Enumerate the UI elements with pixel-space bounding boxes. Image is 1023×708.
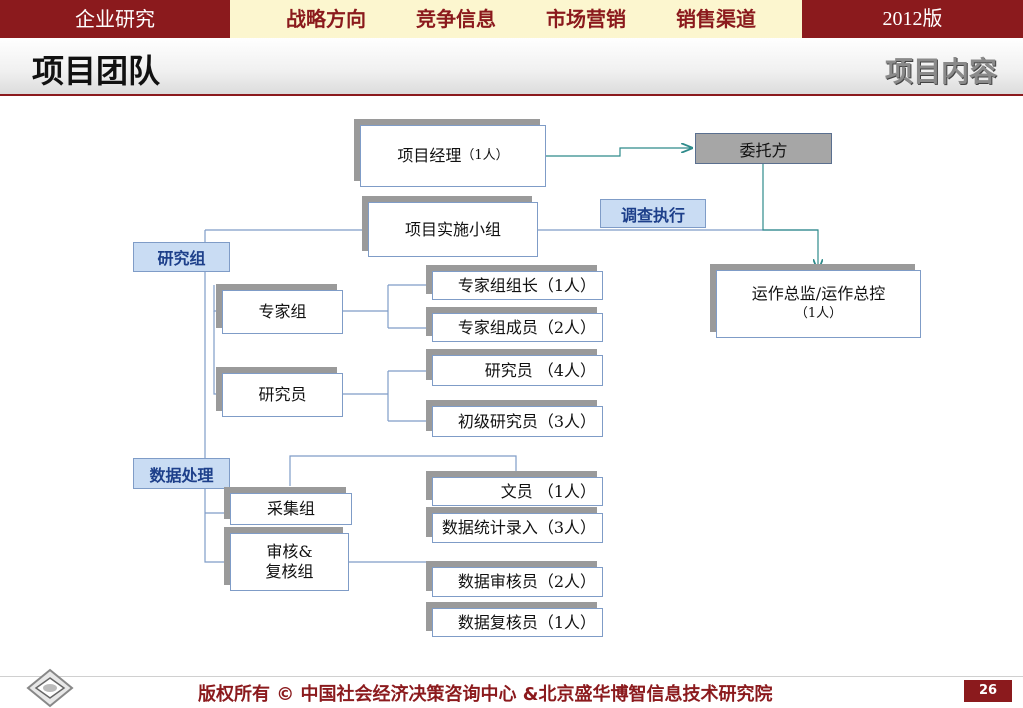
researcher-branch bbox=[213, 311, 224, 395]
expert-children bbox=[343, 284, 432, 329]
expert-leader-box: 专家组组长（1人） bbox=[432, 271, 603, 300]
review-line-1: 审核& bbox=[266, 542, 313, 561]
data-auditor-box: 数据审核员（2人） bbox=[432, 567, 603, 597]
researcher-children bbox=[343, 370, 432, 422]
operations-director-box: 运作总监/运作总控 （1人） bbox=[716, 270, 921, 338]
client-to-ops-arrow bbox=[762, 164, 818, 270]
main-spine-line bbox=[204, 230, 230, 563]
data-entry-box: 数据统计录入（3人） bbox=[432, 513, 603, 543]
nav-item-marketing[interactable]: 市场营销 bbox=[546, 7, 626, 31]
researcher-box: 研究员 bbox=[222, 373, 343, 417]
review-line-2: 复核组 bbox=[265, 562, 314, 581]
top-navigation-bar: 企业研究 战略方向 竞争信息 市场营销 销售渠道 2012版 bbox=[0, 0, 1023, 38]
nav-item-competition[interactable]: 竞争信息 bbox=[416, 7, 496, 31]
junior-researcher-box: 初级研究员（3人） bbox=[432, 406, 603, 437]
data-processing-tag: 数据处理 bbox=[133, 458, 230, 489]
pm-count: （1人） bbox=[461, 148, 509, 163]
section-title: 项目内容 bbox=[884, 55, 997, 88]
data-reviewer-box: 数据复核员（1人） bbox=[432, 608, 603, 637]
research-group-tag: 研究组 bbox=[133, 242, 230, 272]
footer: 版权所有 © 中国社会经济决策咨询中心 &北京盛华博智信息技术研究院 26 bbox=[0, 668, 1023, 708]
page-title: 项目团队 bbox=[32, 52, 161, 90]
logo-icon bbox=[26, 668, 74, 708]
execution-tag: 调查执行 bbox=[600, 199, 706, 228]
pm-to-client-arrow bbox=[546, 148, 692, 157]
expert-member-box: 专家组成员（2人） bbox=[432, 313, 603, 342]
ops-count: （1人） bbox=[794, 306, 843, 321]
project-manager-box: 项目经理（1人） bbox=[360, 125, 546, 187]
copyright-text: 版权所有 © 中国社会经济决策咨询中心 &北京盛华博智信息技术研究院 bbox=[198, 684, 773, 705]
pm-label: 项目经理 bbox=[397, 146, 462, 165]
title-bar: 项目团队 项目内容 bbox=[0, 38, 1023, 96]
nav-item-strategy[interactable]: 战略方向 bbox=[286, 7, 366, 31]
ops-title: 运作总监/运作总控 bbox=[751, 284, 886, 303]
data-branch bbox=[205, 487, 230, 514]
footer-divider bbox=[0, 676, 1023, 677]
review-group-box: 审核& 复核组 bbox=[230, 533, 349, 591]
researcher-count-box: 研究员 （4人） bbox=[432, 355, 603, 386]
page-number: 26 bbox=[964, 680, 1012, 702]
implementation-group-box: 项目实施小组 bbox=[368, 202, 538, 257]
nav-enterprise-research[interactable]: 企业研究 bbox=[0, 0, 230, 38]
nav-menu: 战略方向 竞争信息 市场营销 销售渠道 bbox=[230, 0, 802, 38]
collection-group-box: 采集组 bbox=[230, 493, 352, 525]
client-box: 委托方 bbox=[695, 133, 832, 164]
collection-to-clerk bbox=[289, 455, 517, 486]
clerk-box: 文员 （1人） bbox=[432, 477, 603, 506]
nav-item-channels[interactable]: 销售渠道 bbox=[676, 7, 756, 31]
edition-label: 2012版 bbox=[802, 0, 1023, 38]
expert-group-box: 专家组 bbox=[222, 290, 343, 334]
